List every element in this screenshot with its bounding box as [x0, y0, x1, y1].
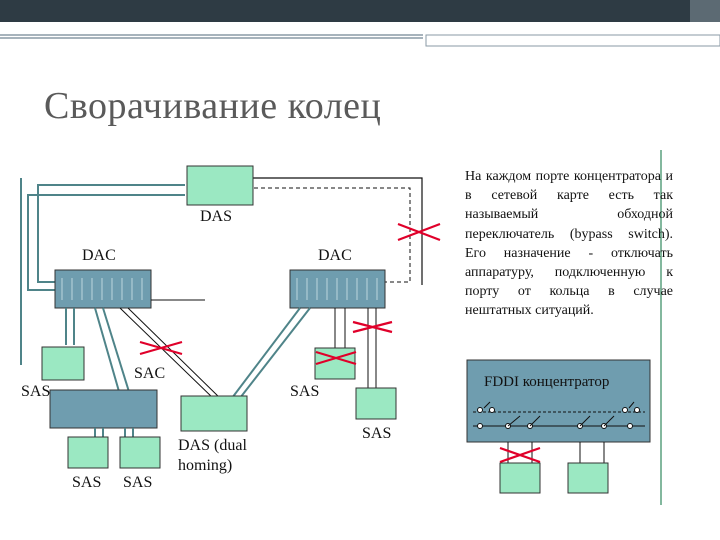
break-mark-right-dac — [352, 320, 393, 334]
label-sas-left: SAS — [21, 383, 51, 400]
label-sas-middle: SAS — [290, 383, 320, 400]
slide-header-accent — [690, 0, 720, 22]
outer-ring-left-2 — [27, 194, 185, 291]
label-dac-left: DAC — [82, 247, 116, 264]
das-dual-homing-station — [180, 395, 248, 432]
break-mark-left — [139, 340, 183, 356]
cable-rdac-to-das-dual-2 — [239, 307, 311, 399]
cable-dac-to-sac-2 — [102, 307, 131, 396]
das-top-station — [186, 165, 254, 206]
label-sas-bottom-2: SAS — [123, 474, 153, 491]
dac-left-ports — [61, 278, 143, 300]
slide-title: Сворачивание колец — [44, 85, 382, 127]
cable-rdac-to-das-dual — [231, 307, 301, 399]
fddi-station-2 — [567, 462, 609, 494]
label-das-top: DAS — [200, 208, 233, 225]
label-sac: SAC — [134, 365, 166, 382]
label-dac-right: DAC — [318, 247, 352, 264]
cable-dac-to-das-dual-2 — [127, 307, 223, 401]
sas-bottom-1-station — [67, 436, 109, 469]
break-mark-ring — [397, 222, 441, 242]
slide-description: На каждом порте концентратора и в сетево… — [465, 169, 673, 319]
break-mark-sas-middle — [315, 350, 357, 366]
label-sas-bottom-1: SAS — [72, 474, 102, 491]
header-rule-box — [425, 34, 720, 47]
label-fddi-concentrator: FDDI концентратор — [484, 374, 610, 390]
dac-right-ports — [296, 278, 378, 300]
sas-right-station — [355, 387, 397, 420]
sac-concentrator — [49, 389, 158, 429]
sas-left-station — [41, 346, 85, 381]
dac-right-concentrator — [289, 269, 386, 309]
sas-bottom-2-station — [119, 436, 161, 469]
cable-dac-to-das-dual — [119, 307, 216, 401]
label-sas-right: SAS — [362, 425, 392, 442]
label-das-dual-homing-1: DAS (dual — [178, 437, 247, 454]
cable-dac-to-sac — [94, 307, 121, 396]
fddi-concentrator — [466, 359, 651, 443]
break-mark-fddi — [499, 446, 541, 464]
outer-ring-left — [37, 184, 185, 283]
fddi-station-1 — [499, 462, 541, 494]
slide-header-bar — [0, 0, 720, 22]
label-das-dual-homing-2: homing) — [178, 457, 233, 474]
dac-left-concentrator — [54, 269, 152, 309]
fddi-switch-levers — [483, 401, 635, 427]
break-markers — [139, 222, 541, 464]
